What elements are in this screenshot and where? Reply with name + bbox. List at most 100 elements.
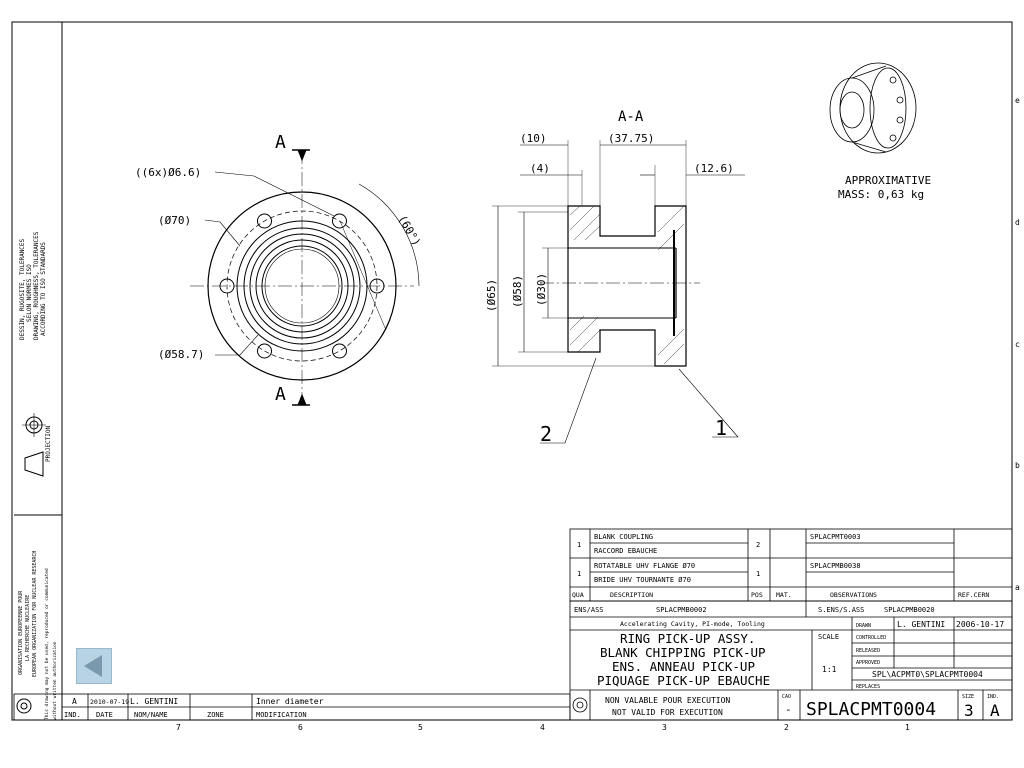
drawing-title-4: PIQUAGE PICK-UP EBAUCHE [597, 673, 770, 688]
dim-d65: (Ø65) [485, 279, 498, 312]
zone-row-c: c [1015, 340, 1020, 349]
section-view [492, 140, 745, 444]
cern-logo-small [16, 698, 32, 714]
dim-angle: (60°) [395, 213, 423, 248]
copyright-note: This drawing may not be used, reproduced… [44, 568, 58, 720]
revision-header-name: NOM/NAME [134, 711, 168, 719]
ind-value: A [990, 701, 1000, 720]
drawing-title-3: ENS. ANNEAU PICK-UP [612, 659, 755, 674]
svg-text:without written authorization: without written authorization [52, 641, 58, 720]
svg-text:ORGANISATION EUROPEENNE POUR: ORGANISATION EUROPEENNE POUR [18, 590, 24, 675]
dim-holes: ((6x)Ø6.6) [135, 166, 201, 179]
zone-col-3: 3 [662, 723, 667, 732]
drawn-date: 2006-10-17 [956, 620, 1004, 629]
revision-modification: Inner diameter [256, 697, 324, 706]
project-name: Accelerating Cavity, PI-mode, Tooling [620, 620, 765, 628]
section-mark-top: A [275, 132, 286, 153]
scale-value: 1:1 [822, 665, 837, 674]
svg-text:LA RECHERCHE NUCLEAIRE: LA RECHERCHE NUCLEAIRE [25, 595, 31, 661]
callout-1: 1 [715, 416, 727, 440]
revision-table-grid [13, 693, 571, 721]
drawn-label: DRAWN [856, 623, 871, 629]
ind-label: IND. [987, 694, 999, 700]
bom-row-1-desc2: RACCORD EBAUCHE [594, 547, 657, 555]
svg-text:ACCORDING TO ISO STANDARDS: ACCORDING TO ISO STANDARDS [40, 242, 47, 336]
drawing-number: SPLACPMT0004 [806, 699, 936, 720]
dim-d58: (Ø58) [511, 275, 524, 308]
ens-value: SPLACPMB0002 [656, 606, 707, 614]
svg-text:This drawing may not be used,: This drawing may not be used, reproduced… [44, 568, 50, 720]
mass-line-1: APPROXIMATIVE [845, 174, 931, 187]
zone-col-7: 7 [176, 723, 181, 732]
revision-header-ind: IND. [64, 711, 81, 719]
bom-header-mat: MAT. [776, 591, 792, 599]
revision-header-zone: ZONE [207, 711, 224, 719]
bom-row-1-obs: SPLACPMT0003 [810, 533, 861, 541]
bom-header-qua: QUA [572, 591, 584, 599]
svg-text:SELON NORMES ISO: SELON NORMES ISO [26, 264, 33, 322]
zone-row-d: d [1015, 218, 1020, 227]
bom-header-desc: DESCRIPTION [610, 591, 653, 599]
validity-fr: NON VALABLE POUR EXECUTION [605, 696, 730, 705]
bom-header-ref: REF.CERN [958, 591, 989, 599]
released-label: RELEASED [856, 648, 880, 654]
zone-row-b: b [1015, 461, 1020, 470]
title-block-grid [569, 600, 1013, 721]
dim-w4: (4) [530, 162, 550, 175]
dim-w126: (12.6) [694, 162, 734, 175]
bom-row-2-qua: 1 [577, 570, 581, 578]
bom-header-pos: POS [751, 591, 763, 599]
tolerance-note: DESSIN, RUGOSITE, TOLERANCES SELON NORME… [19, 231, 47, 340]
ens-label: ENS/ASS [574, 606, 604, 614]
mass-line-2: MASS: 0,63 kg [838, 188, 924, 201]
dim-d30: (Ø30) [535, 273, 548, 306]
bom-header-obs: OBSERVATIONS [830, 591, 877, 599]
bom-row-1-desc1: BLANK COUPLING [594, 533, 653, 541]
size-label: SIZE [962, 694, 974, 700]
section-label: A-A [618, 109, 644, 125]
zone-col-1: 1 [905, 723, 910, 732]
bom-row-1-pos: 2 [756, 541, 760, 549]
revision-date: 2010-07-19 [90, 698, 129, 706]
organization-note: ORGANISATION EUROPEENNE POUR LA RECHERCH… [18, 551, 38, 677]
zone-row-a: a [1015, 583, 1020, 592]
cao-value: - [785, 703, 792, 716]
revision-header-date: DATE [96, 711, 113, 719]
bom-row-2-obs: SPLACPMB0038 [810, 562, 861, 570]
svg-text:EUROPEAN ORGANIZATION FOR NUCL: EUROPEAN ORGANIZATION FOR NUCLEAR RESEAR… [32, 551, 38, 677]
bom-row-2-pos: 1 [756, 570, 760, 578]
revision-name: L. GENTINI [130, 697, 178, 706]
sens-value: SPLACPMB0020 [884, 606, 935, 614]
controlled-label: CONTROLLED [856, 635, 886, 641]
front-view [190, 149, 420, 406]
triangle-left-icon [84, 655, 102, 677]
dim-pcd-70: (Ø70) [158, 214, 191, 227]
bom-row-2-desc1: ROTATABLE UHV FLANGE Ø70 [594, 562, 695, 570]
sens-label: S.ENS/S.ASS [818, 606, 864, 614]
section-mark-bottom: A [275, 384, 286, 405]
drawing-title-1: RING PICK-UP ASSY. [620, 631, 755, 646]
projection-symbol [22, 413, 46, 477]
zone-col-5: 5 [418, 723, 423, 732]
replaces-label: REPLACES [856, 684, 880, 690]
validity-en: NOT VALID FOR EXECUTION [612, 708, 723, 717]
revision-header-mod: MODIFICATION [256, 711, 307, 719]
zone-col-2: 2 [784, 723, 789, 732]
dim-w10: (10) [520, 132, 547, 145]
zone-col-6: 6 [298, 723, 303, 732]
dim-58-7: (Ø58.7) [158, 348, 204, 361]
callout-2: 2 [540, 422, 552, 446]
revision-ind: A [72, 697, 77, 706]
scale-label: SCALE [818, 633, 839, 641]
svg-text:DESSIN, RUGOSITE, TOLERANCES: DESSIN, RUGOSITE, TOLERANCES [19, 238, 26, 340]
isometric-view [829, 62, 917, 154]
approved-label: APPROVED [856, 660, 880, 666]
bom-row-1-qua: 1 [577, 541, 581, 549]
zone-row-e: e [1015, 96, 1020, 105]
dim-w3775: (37.75) [608, 132, 654, 145]
previous-page-button[interactable] [76, 648, 112, 684]
zone-col-4: 4 [540, 723, 545, 732]
bom-row-2-desc2: BRIDE UHV TOURNANTE Ø70 [594, 576, 691, 584]
svg-text:DRAWING, ROUGHNESS, TOLERANCES: DRAWING, ROUGHNESS, TOLERANCES [33, 231, 40, 340]
